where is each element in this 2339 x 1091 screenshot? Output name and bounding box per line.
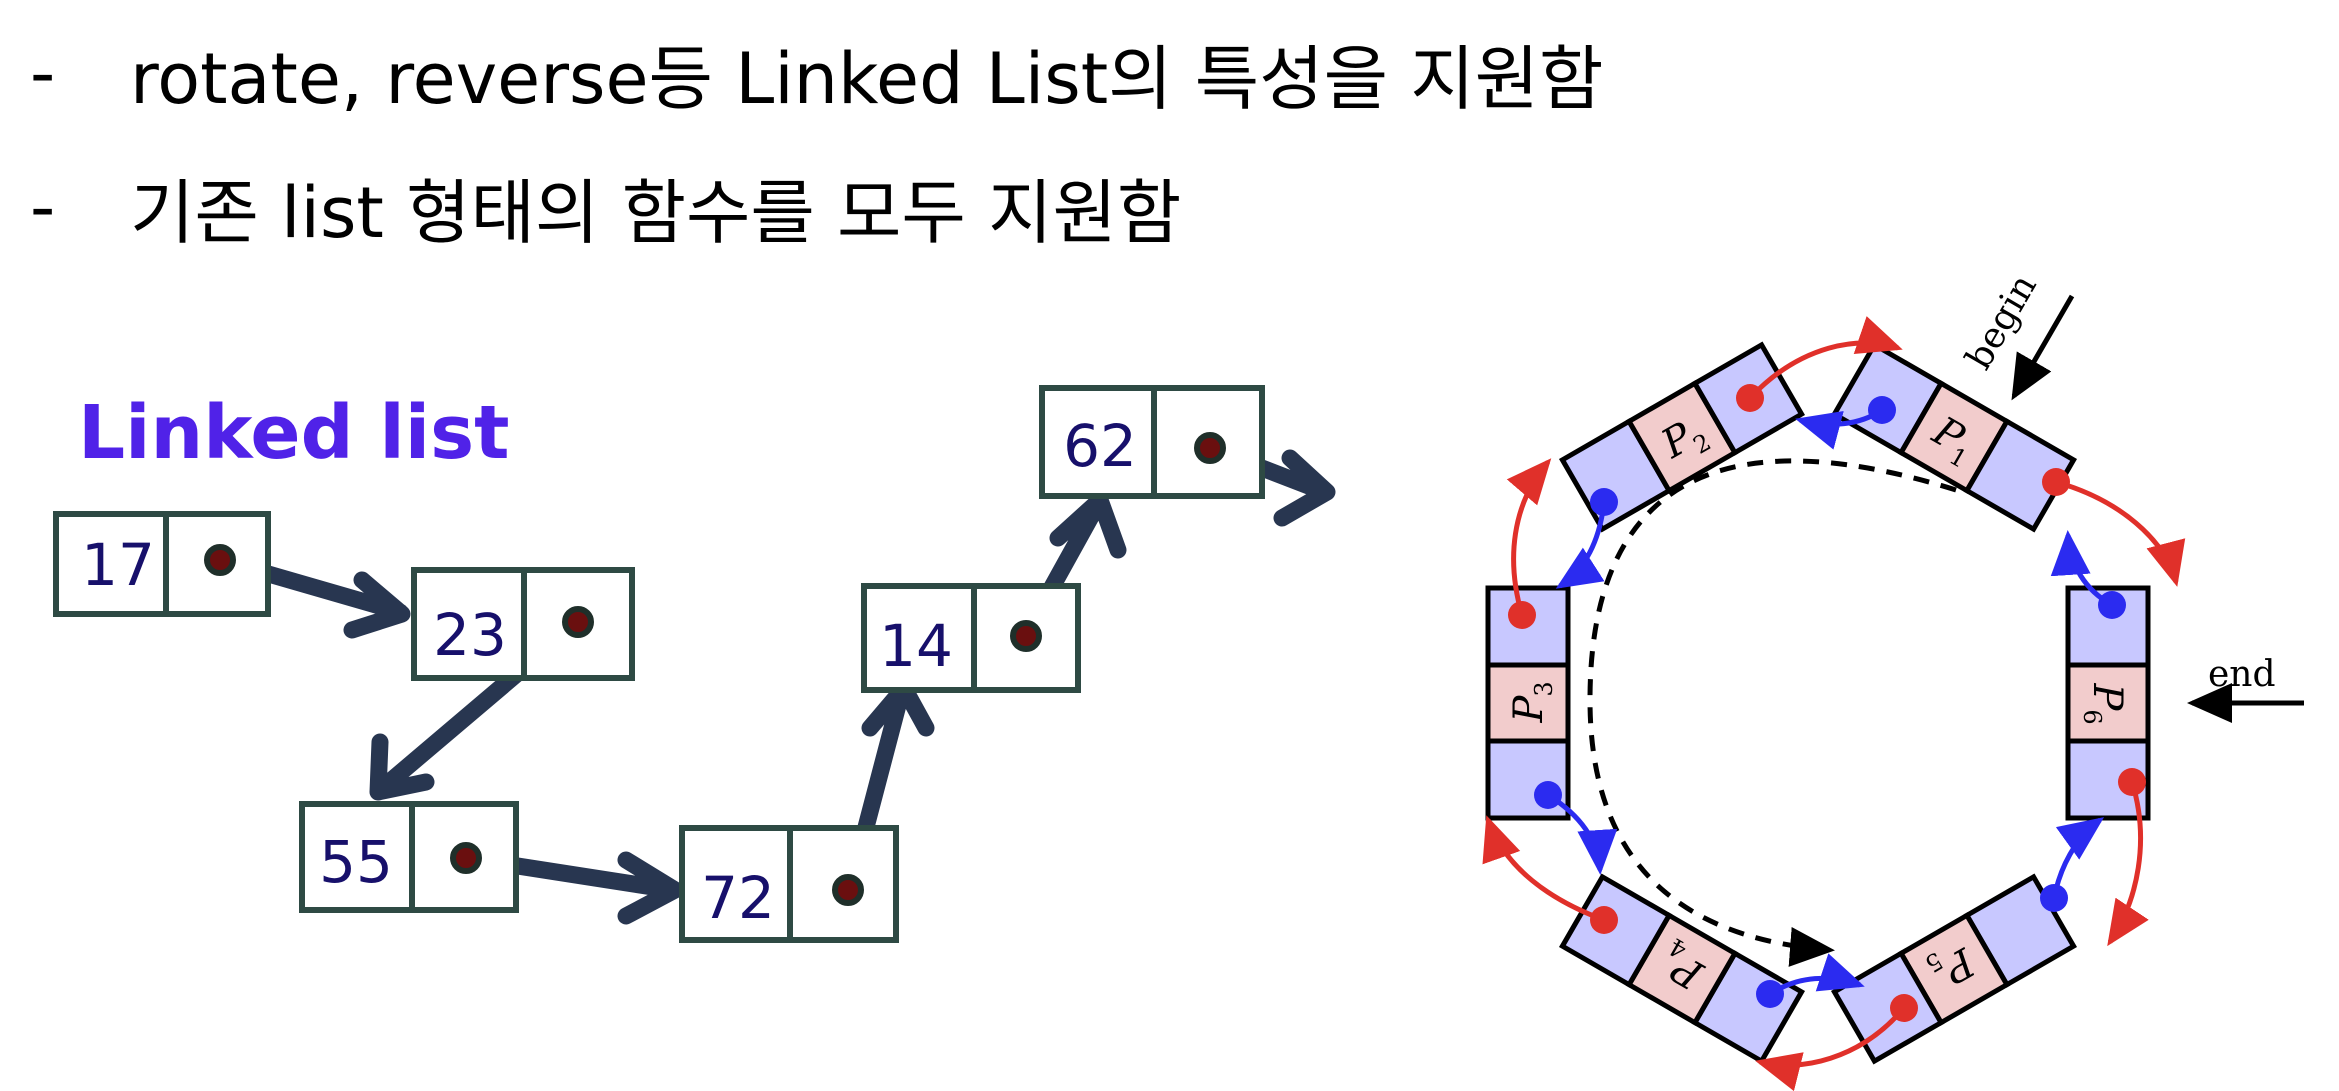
prev-pointer-dot (1534, 781, 1562, 809)
linked-list-title: Linked list (78, 390, 510, 476)
node-value-55: 55 (319, 828, 393, 896)
node-subscript: 6 (2078, 709, 2106, 724)
node-pointer-dot (832, 874, 864, 906)
next-arrow-p1-p6 (2055, 479, 2186, 587)
next-arrow-p5-p4 (1755, 1006, 1906, 1091)
prev-pointer-dot (1868, 396, 1896, 424)
node-pointer-dot (562, 606, 594, 638)
circular-node-p4: P 4 (1558, 873, 1806, 1065)
circular-node-p6: P 6 (2065, 585, 2151, 821)
prev-pointer-dot (1590, 488, 1618, 516)
next-pointer-dot (1890, 994, 1918, 1022)
node-pointer-dot (1010, 620, 1042, 652)
node-label-p: P (1506, 694, 1552, 723)
next-pointer-dot (1590, 906, 1618, 934)
node-value-23: 23 (433, 601, 507, 669)
node-value-72: 72 (701, 864, 775, 932)
prev-pointer-dot (2040, 884, 2068, 912)
node-value-17: 17 (81, 531, 155, 599)
prev-pointer-dot (2098, 591, 2126, 619)
linked-list-diagram: 17 23 55 72 14 62 (53, 385, 1336, 943)
node-subscript: 3 (1530, 681, 1558, 696)
begin-arrow (2011, 294, 2075, 401)
node-pointer-dot (1194, 432, 1226, 464)
next-pointer-dot (2042, 468, 2070, 496)
next-arrow-p2-p1 (1748, 316, 1903, 400)
node-pointer-dot (204, 544, 236, 576)
bullet-list: - rotate, reverse등 Linked List의 특성을 지원함 … (30, 28, 1603, 296)
bullet-marker: - (30, 32, 56, 114)
next-arrow-p4-p3 (1482, 815, 1605, 923)
next-arrow-p6-p5 (2107, 781, 2149, 947)
circular-list-diagram: P 1 P 2 P 3 P 4 P 5 (1482, 268, 2304, 1091)
next-pointer-dot (2118, 768, 2146, 796)
traversal-arc (1587, 458, 1957, 967)
bullet-item-rotate: - rotate, reverse등 Linked List의 특성을 지원함 (30, 28, 1603, 120)
bullet-text: rotate, reverse등 Linked List의 특성을 지원함 (130, 37, 1604, 120)
node-value-62: 62 (1063, 412, 1137, 480)
bullet-marker: - (30, 166, 56, 248)
bullet-item-functions: - 기존 list 형태의 함수를 모두 지원함 (30, 162, 1603, 254)
bullet-text: 기존 list 형태의 함수를 모두 지원함 (130, 171, 1182, 254)
node-value-14: 14 (879, 612, 953, 680)
node-pointer-dot (450, 842, 482, 874)
node-label-p: P (2084, 683, 2130, 712)
next-arrow-p3-p2 (1506, 458, 1552, 616)
begin-label: begin (1958, 268, 2045, 377)
next-pointer-dot (1508, 601, 1536, 629)
prev-pointer-dot (1756, 980, 1784, 1008)
end-label: end (2208, 654, 2276, 695)
next-pointer-dot (1736, 384, 1764, 412)
circular-node-p5: P 5 (1830, 873, 2078, 1065)
circular-node-p1: P 1 (1830, 341, 2078, 533)
